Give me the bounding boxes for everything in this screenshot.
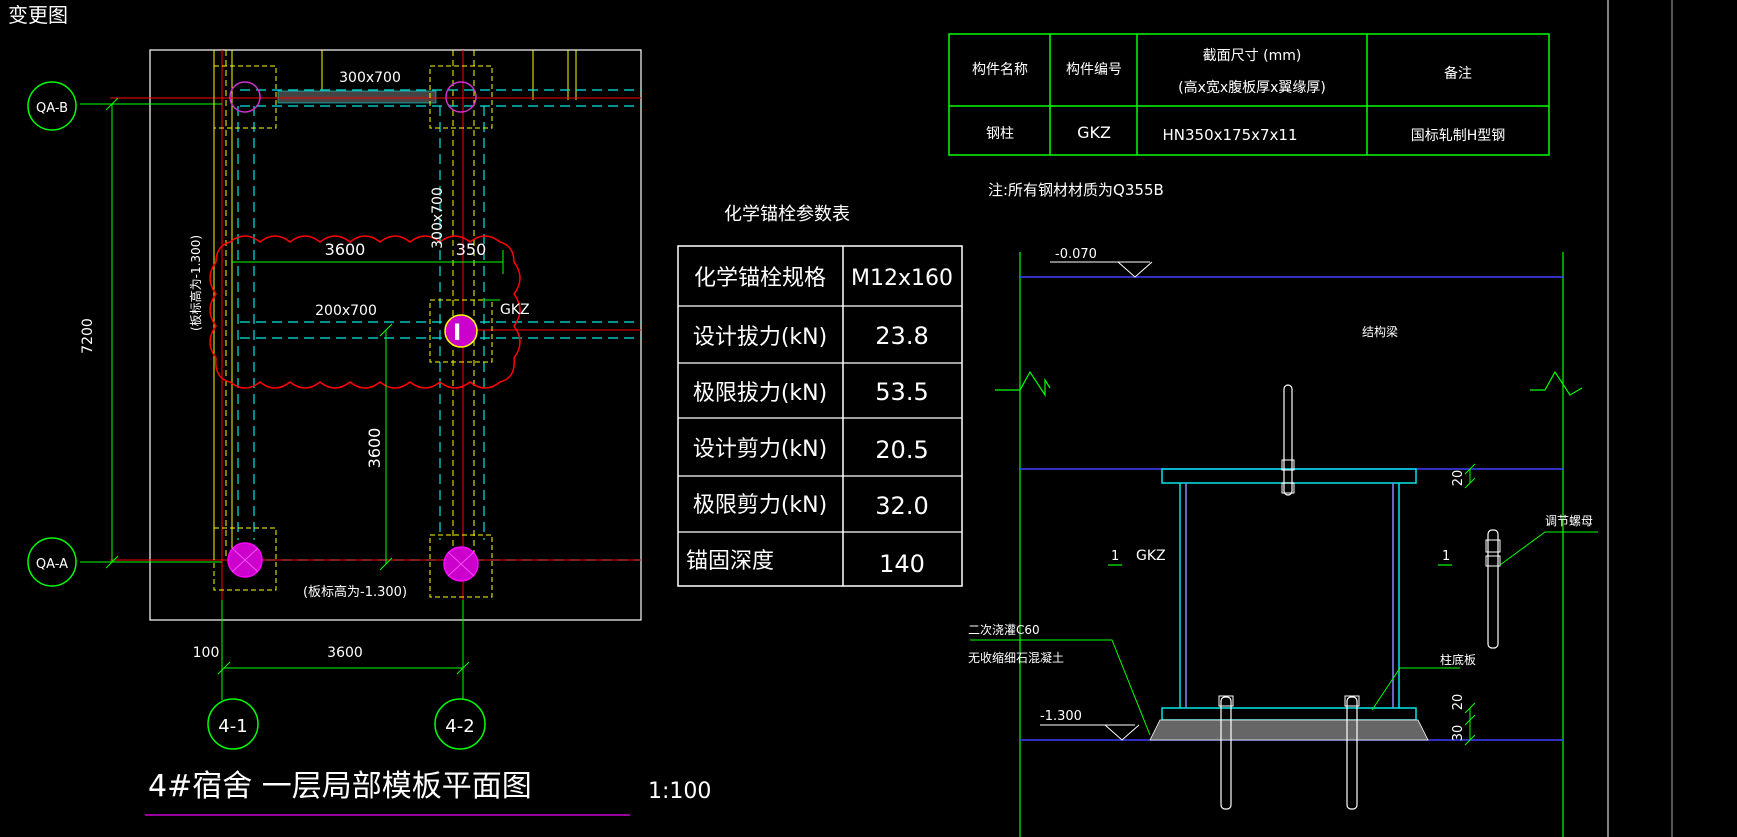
member-note: 注:所有钢材材质为Q355B <box>988 181 1164 199</box>
anchor-row-label: 锚固深度 <box>686 549 774 574</box>
section-column-label: GKZ <box>1136 548 1166 564</box>
grout-note-1: 二次浇灌C60 <box>968 623 1040 637</box>
beam-label: 结构梁 <box>1362 324 1398 339</box>
member-cell: 国标轧制H型钢 <box>1411 128 1506 144</box>
dim-beam-vertical: 300x700 <box>430 187 446 249</box>
member-header: 备注 <box>1444 65 1472 82</box>
member-header: 构件名称 <box>972 62 1028 78</box>
cut-mark-right: 1 <box>1442 549 1450 564</box>
grid-bubble-4-2 <box>434 698 486 750</box>
dim-span-3600-bottom: 3600 <box>327 645 363 661</box>
anchor-row-value: 140 <box>879 550 925 578</box>
grid-label-4-1: 4-1 <box>218 716 247 737</box>
corner-label: 变更图 <box>8 3 68 27</box>
anchor-row-value: M12x160 <box>851 266 953 291</box>
anchor-row-label: 设计剪力(kN) <box>693 437 827 462</box>
dim-span-350: 350 <box>456 240 487 259</box>
grid-label-qa-a: QA-A <box>36 557 68 572</box>
grid-label-qa-b: QA-B <box>36 101 68 116</box>
gkz-column <box>444 314 478 348</box>
dim-beam-top: 300x700 <box>339 70 401 86</box>
member-header-sub: (高x宽x腹板厚x翼缘厚) <box>1178 79 1326 96</box>
column-tag-gkz: GKZ <box>500 302 530 318</box>
anchor-row-value: 53.5 <box>875 378 928 406</box>
dim-plate-bottom: 20 <box>1451 694 1466 711</box>
revision-cloud <box>209 235 521 389</box>
member-cell: GKZ <box>1077 123 1111 142</box>
anchor-row-label: 极限剪力(kN) <box>693 493 827 518</box>
member-table: 构件名称 构件编号 截面尺寸 (mm) (高x宽x腹板厚x翼缘厚) 备注 钢柱 … <box>948 33 1550 199</box>
cut-mark-left: 1 <box>1111 549 1119 564</box>
anchor-row-value: 20.5 <box>875 436 928 464</box>
grid-bubble-qa-a <box>27 537 77 587</box>
anchor-row-label: 设计拔力(kN) <box>693 325 827 350</box>
member-header: 截面尺寸 (mm) <box>1203 48 1302 64</box>
grout-note-2: 无收缩细石混凝土 <box>968 650 1064 665</box>
leader-base-plate: 柱底板 <box>1440 652 1476 667</box>
dim-grout: 30 <box>1451 725 1466 742</box>
grid-label-4-2: 4-2 <box>445 716 474 737</box>
anchor-row-value: 23.8 <box>875 322 928 350</box>
dim-span-3600-vertical: 3600 <box>365 428 384 469</box>
anchor-table-title: 化学锚栓参数表 <box>724 204 850 225</box>
plan-title: 4#宿舍 一层局部模板平面图 <box>148 769 532 804</box>
grid-bubble-4-1 <box>207 698 259 750</box>
dim-offset-100: 100 <box>193 645 220 661</box>
member-cell: HN350x175x7x11 <box>1162 126 1297 144</box>
dim-span-3600-top: 3600 <box>325 240 366 259</box>
grid-bubble-qa-b <box>27 81 77 131</box>
member-cell: 钢柱 <box>986 126 1014 142</box>
plan-view: I QA-B QA-A 4-1 <box>27 49 711 816</box>
dim-plate-top: 20 <box>1451 470 1466 487</box>
column-circle <box>445 81 477 113</box>
anchor-table: 化学锚栓参数表 化学锚栓规格 M12x160 设计拔力(kN) 23.8 极限拔… <box>677 204 963 587</box>
elevation-bottom: -1.300 <box>1040 709 1082 724</box>
slab-note-left: (板标高为-1.300) <box>188 235 203 331</box>
elevation-top: -0.070 <box>1055 247 1097 262</box>
anchor-row-label: 化学锚栓规格 <box>694 266 826 291</box>
anchor-row-label: 极限拔力(kN) <box>693 381 827 406</box>
anchor-row-value: 32.0 <box>875 492 928 520</box>
dim-beam-middle: 200x700 <box>315 303 377 319</box>
column-circle <box>229 81 261 113</box>
dim-overall-7200: 7200 <box>80 318 96 354</box>
slab-note-bottom: (板标高为-1.300) <box>303 584 407 600</box>
svg-text:I: I <box>453 321 461 346</box>
leader-adjust-nut: 调节螺母 <box>1545 514 1593 528</box>
section-view: -0.070 -1.300 结构梁 <box>968 247 1598 837</box>
plan-scale: 1:100 <box>648 779 711 804</box>
member-header: 构件编号 <box>1066 62 1122 78</box>
